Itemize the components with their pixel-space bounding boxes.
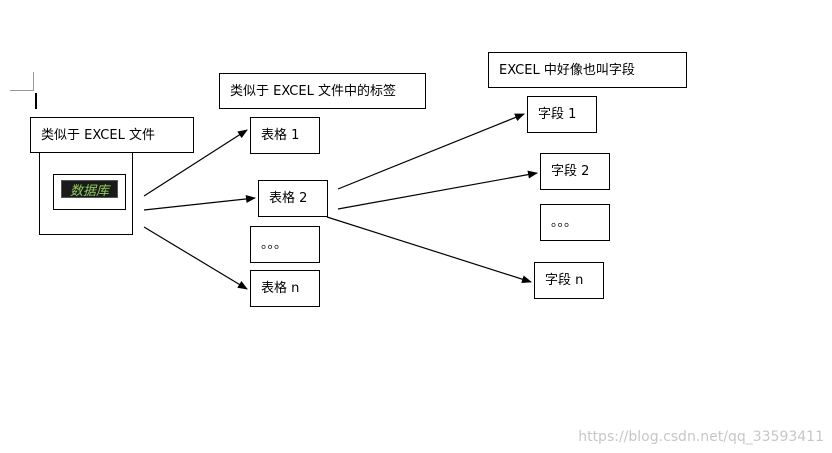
sheet-tab-note-box: 类似于 EXCEL 文件中的标签 bbox=[219, 73, 426, 109]
field-n-box: 字段 n bbox=[534, 262, 604, 299]
field-ellipsis-label: 。。。 bbox=[551, 215, 578, 230]
table-ellipsis-label: 。。。 bbox=[261, 237, 288, 252]
table-n-label: 表格 n bbox=[261, 281, 300, 296]
watermark: https://blog.csdn.net/qq_33593411 bbox=[578, 429, 824, 445]
field-ellipsis-box: 。。。 bbox=[540, 204, 610, 241]
sheet-tab-note-label: 类似于 EXCEL 文件中的标签 bbox=[230, 83, 396, 99]
table-2-box: 表格 2 bbox=[258, 180, 328, 217]
database-inner-box bbox=[53, 174, 126, 210]
table-n-box: 表格 n bbox=[250, 270, 320, 307]
page-corner-mark-horizontal bbox=[10, 90, 34, 91]
excel-file-label-box: 类似于 EXCEL 文件 bbox=[30, 117, 194, 153]
field-2-box: 字段 2 bbox=[540, 153, 610, 190]
excel-file-label: 类似于 EXCEL 文件 bbox=[41, 127, 155, 143]
arrow-table2-to-field-1 bbox=[337, 113, 525, 190]
field-1-label: 字段 1 bbox=[538, 107, 577, 122]
text-caret bbox=[35, 93, 37, 109]
field-2-label: 字段 2 bbox=[551, 164, 590, 179]
field-note-label: EXCEL 中好像也叫字段 bbox=[499, 62, 635, 78]
database-label: 数据库 bbox=[61, 180, 118, 199]
field-n-label: 字段 n bbox=[545, 273, 584, 288]
field-1-box: 字段 1 bbox=[527, 96, 597, 133]
table-1-label: 表格 1 bbox=[261, 128, 300, 143]
database-label-text: 数据库 bbox=[69, 183, 109, 199]
arrow-db-to-table-2 bbox=[143, 194, 256, 211]
arrow-table2-to-field-n bbox=[326, 216, 532, 284]
field-note-box: EXCEL 中好像也叫字段 bbox=[488, 52, 687, 88]
table-ellipsis-box: 。。。 bbox=[250, 226, 320, 263]
arrow-table2-to-field-2 bbox=[337, 170, 538, 210]
table-1-box: 表格 1 bbox=[250, 117, 320, 154]
arrow-db-to-table-n bbox=[143, 226, 248, 290]
page-corner-mark-vertical bbox=[33, 72, 34, 90]
table-2-label: 表格 2 bbox=[269, 191, 308, 206]
